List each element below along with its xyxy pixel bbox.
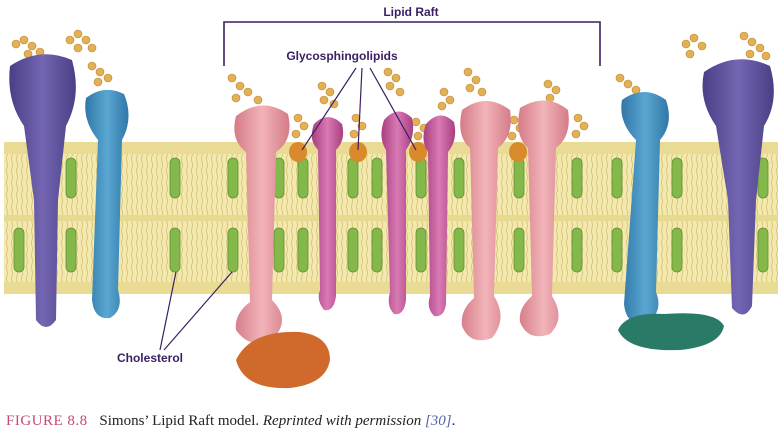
cholesterol-label: Cholesterol [117, 351, 183, 365]
lipid-raft-label: Lipid Raft [383, 5, 438, 19]
magenta-protein-2 [381, 111, 414, 315]
figure-number: FIGURE 8.8 [6, 413, 88, 429]
blue-protein-right [621, 92, 669, 325]
purple-protein-right [702, 59, 774, 315]
glyco-pointers [301, 67, 417, 151]
caption-permission: Reprinted with permission [262, 413, 422, 429]
figure-caption: FIGURE 8.8 Simons’ Lipid Raft model. Rep… [6, 413, 455, 430]
glycolipid-heads [289, 142, 527, 162]
caption-end: . [451, 413, 456, 429]
magenta-protein-3 [423, 115, 456, 317]
blue-protein-left [85, 89, 129, 319]
cholesterol-pointers [159, 271, 233, 351]
caption-reference[interactable]: [30] [424, 413, 452, 429]
cholesterol-molecules [13, 157, 769, 273]
purple-protein-left [9, 54, 76, 328]
sugar-chains [11, 29, 771, 141]
pink-protein-2 [460, 101, 511, 341]
teal-protein [618, 313, 724, 351]
orange-protein [236, 331, 330, 389]
lipid-raft-diagram: Lipid Raft Glycosphingolipids Cholestero… [4, 5, 778, 389]
glycosphingolipids-label: Glycosphingolipids [286, 49, 398, 63]
pink-protein-1 [234, 105, 290, 344]
magenta-protein-1 [311, 117, 344, 311]
pink-protein-3 [518, 100, 569, 337]
caption-text: Simons’ Lipid Raft model. [99, 413, 260, 429]
lipid-raft-bracket [223, 21, 601, 66]
